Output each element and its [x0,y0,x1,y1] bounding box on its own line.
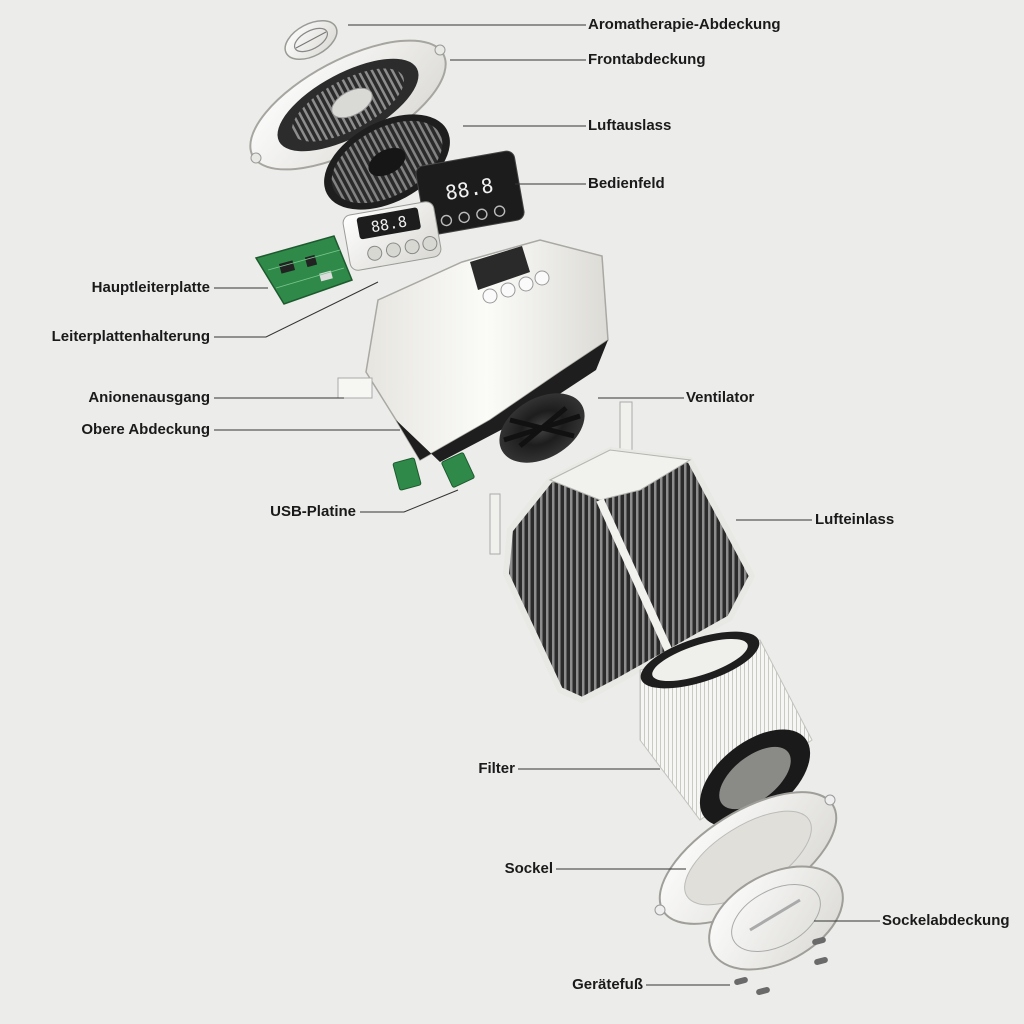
label-main-pcb: Hauptleiterplatte [91,279,210,296]
base-cover-part [708,865,844,971]
label-base: Sockel [504,860,553,877]
label-front-cover: Frontabdeckung [588,51,706,68]
label-control-panel: Bedienfeld [588,175,665,192]
front-cover-part [249,39,447,171]
label-filter: Filter [478,760,515,777]
filter-part [639,631,813,827]
label-usb-board: USB-Platine [270,503,356,520]
pcb-holder-part: 88.8 [342,201,442,271]
label-aroma-cover: Aromatherapie-Abdeckung [588,16,781,33]
usb-board-part [392,452,475,491]
holder-display: 88.8 [370,212,409,236]
label-device-foot: Gerätefuß [572,976,643,993]
upper-housing-part [337,239,609,462]
label-air-outlet: Luftauslass [588,117,672,134]
label-anion-outlet: Anionenausgang [88,389,210,406]
label-upper-cover: Obere Abdeckung [81,421,210,438]
leader-lines [214,24,880,986]
label-base-cover: Sockelabdeckung [882,912,1010,929]
label-air-inlet: Lufteinlass [815,511,895,528]
main-pcb-part [254,235,353,305]
label-pcb-holder: Leiterplattenhalterung [51,328,210,345]
control-panel-part: 88.8 [415,150,525,236]
fan-part [499,393,585,463]
device-foot-part [734,936,828,996]
base-part [654,791,838,925]
aroma-cover-part [284,19,338,61]
label-fan: Ventilator [686,389,755,406]
